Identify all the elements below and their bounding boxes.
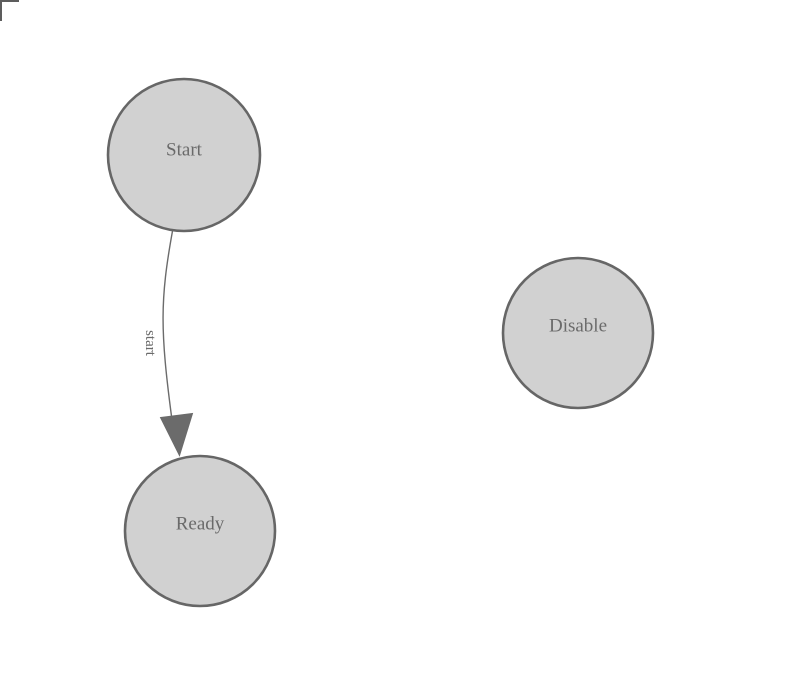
- node-start-label: Start: [166, 140, 203, 161]
- node-start[interactable]: Start: [106, 77, 262, 233]
- node-ready[interactable]: Ready: [123, 454, 277, 608]
- edge-line: [162, 230, 174, 421]
- node-disable[interactable]: Disable: [501, 256, 655, 410]
- edge-start-label: start: [142, 330, 158, 357]
- node-ready-circle: [123, 454, 277, 608]
- node-disable-label: Disable: [549, 316, 607, 337]
- arrowhead-icon: [159, 412, 194, 457]
- edge-start-to-ready[interactable]: [159, 230, 194, 457]
- node-start-circle: [106, 77, 262, 233]
- node-disable-circle: [501, 256, 655, 410]
- node-ready-label: Ready: [176, 514, 225, 535]
